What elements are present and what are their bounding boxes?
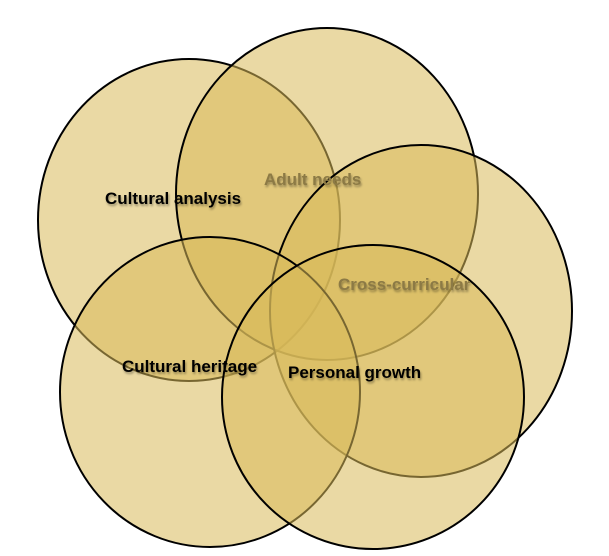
label-cultural-analysis: Cultural analysis <box>105 189 241 208</box>
label-personal-growth: Personal growth <box>288 363 421 382</box>
label-cultural-heritage: Cultural heritage <box>122 357 257 376</box>
label-cross-curricular: Cross-curricular <box>338 275 471 294</box>
label-adult-needs: Adult needs <box>264 170 361 189</box>
circle-personal-growth <box>221 244 525 550</box>
